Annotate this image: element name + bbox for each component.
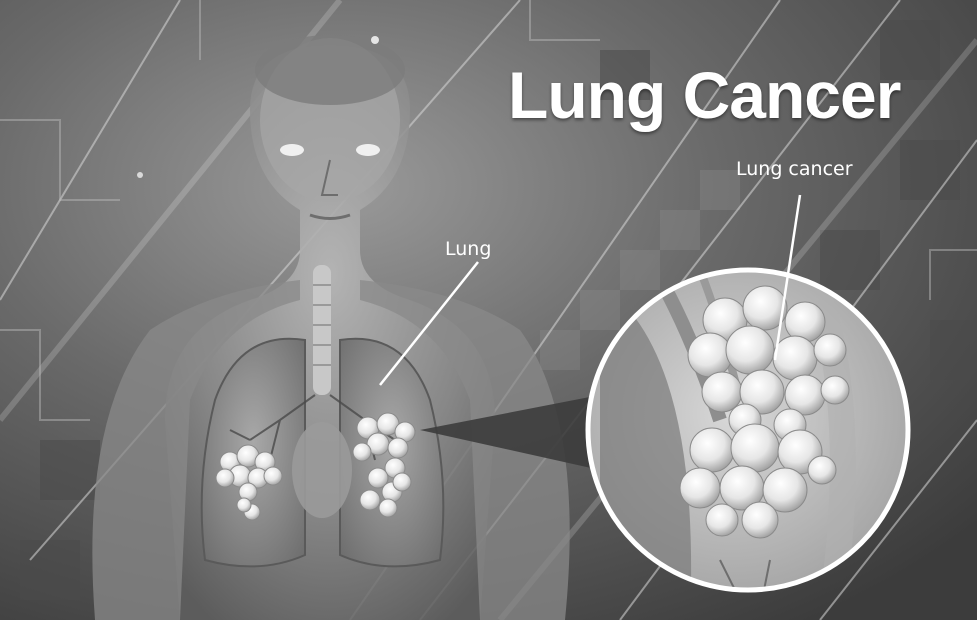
title: Lung Cancer bbox=[508, 62, 900, 128]
lung-cancer-label: Lung cancer bbox=[736, 160, 853, 179]
lung-label: Lung bbox=[445, 240, 491, 259]
